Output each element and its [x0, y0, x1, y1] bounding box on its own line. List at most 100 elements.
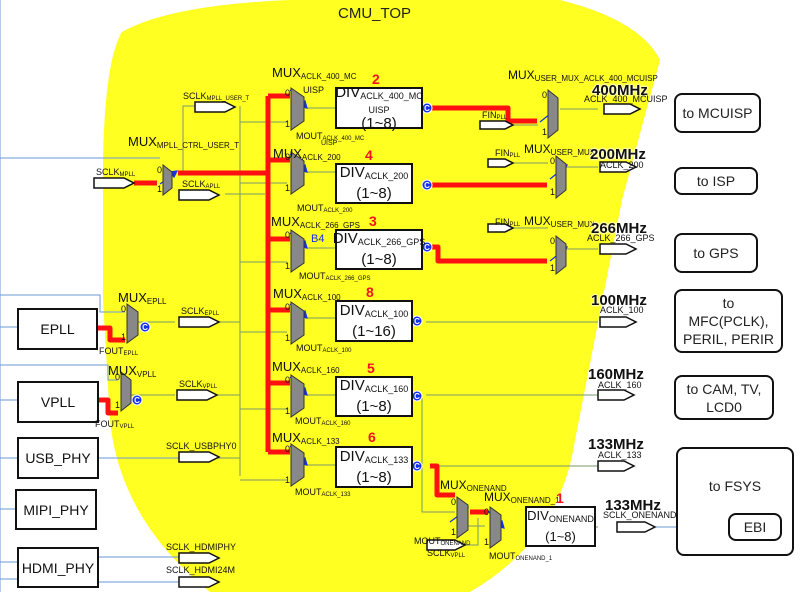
- freq-aclk200: 200MHz: [590, 146, 646, 163]
- mux-input-index: 1: [285, 475, 290, 485]
- tag-sclk-hdmiphy: [178, 552, 221, 564]
- name-aclk133: ACLK_133: [598, 450, 642, 460]
- mux-input-index: 1: [115, 400, 120, 410]
- tag-sclk-usbphy0: [178, 451, 221, 463]
- label-mux-epll: MUXEPLL: [118, 290, 167, 306]
- mux-onenand: [456, 496, 469, 539]
- tag-aclk266: [599, 243, 638, 255]
- freq-aclk133: 133MHz: [588, 436, 644, 453]
- label-fout-epll: FOUTEPLL: [99, 346, 139, 357]
- clock-gate-c-glyph: C: [134, 396, 140, 405]
- mux-input-index: 0: [285, 302, 290, 312]
- divider-aclk100-range: (1~16): [352, 322, 396, 340]
- gate-epll: [139, 321, 151, 333]
- mux-input-index: 1: [550, 187, 555, 197]
- tag-aclk100: [599, 316, 638, 328]
- tag-sclk-mpll: [93, 177, 136, 189]
- divider-aclk160-range: (1~8): [356, 398, 392, 415]
- label-mout-aclk266: MOUTACLK_266_GPS: [299, 271, 371, 282]
- label-mux-onenand: MUXONENAND: [440, 478, 507, 493]
- clock-gate-icons: [131, 102, 433, 472]
- divider-aclk160-name: DIVACLK_160: [339, 377, 409, 394]
- label-mux-user400: MUXUSER_MUX_ACLK_400_MCUISP: [508, 68, 658, 83]
- divider-aclk133-value: 6: [368, 429, 376, 445]
- divider-aclk266-name: DIVACLK_266_GPS: [332, 230, 426, 247]
- name-aclk160: ACLK_160: [598, 380, 642, 390]
- divider-aclk100-name: DIVACLK_100: [339, 301, 409, 319]
- divider-aclk400-value: 2: [372, 71, 380, 87]
- mux-input-index: 0: [285, 152, 290, 162]
- dest-isp: to ISP: [674, 167, 758, 195]
- mux-input-index: 1: [285, 261, 290, 271]
- divider-aclk160: DIVACLK_160 (1~8): [335, 376, 413, 417]
- label-sclk-vpll: SCLKVPLL: [179, 379, 218, 390]
- source-hdmi-phy: HDMI_PHY: [17, 547, 99, 588]
- label-mux-vpll: MUXVPLL: [108, 363, 157, 379]
- label-fin-pll-266: FINPLL: [495, 217, 521, 228]
- clock-gate-c-glyph: C: [414, 317, 420, 326]
- freq-sclk-onenand: 133MHz: [605, 497, 661, 514]
- cmu-top-region: [103, 0, 660, 592]
- divider-aclk266: DIVACLK_266_GPS (1~8): [332, 229, 426, 270]
- dest-mfc-peril-perir: to MFC(PCLK), PERIL, PERIR: [674, 289, 783, 353]
- mux-input-index: 0: [550, 236, 555, 246]
- freq-aclk400: 400MHz: [592, 82, 648, 99]
- mux-input-index: 0: [285, 375, 290, 385]
- label-mout-aclk160: MOUTACLK_160: [295, 416, 351, 427]
- divider-aclk200-value: 4: [365, 147, 373, 163]
- label-mout-onenand: MOUTONENAND: [414, 536, 471, 547]
- mux-input-index: 0: [484, 507, 489, 517]
- dest-gps: to GPS: [674, 233, 758, 273]
- label-mout-aclk133: MOUTACLK_133: [295, 487, 351, 498]
- mux-input-index: 0: [285, 444, 290, 454]
- tag-sclk-hdmi24m: [178, 576, 221, 588]
- mux-epll: [126, 303, 139, 344]
- divider-aclk400: DIVACLK_400_MC UISP (1~8): [335, 84, 423, 132]
- label-sclk-mpll: SCLKMPLL: [96, 167, 136, 178]
- freq-aclk100: 100MHz: [591, 292, 647, 309]
- dest-cam-line-1: to CAM, TV,: [686, 380, 762, 397]
- clock-gate-c-glyph: C: [424, 104, 430, 113]
- label-sclk-hdmi24m: SCLK_HDMI24M: [166, 565, 236, 575]
- mux-aclk160: [290, 374, 305, 418]
- tag-sclk-vpll: [176, 389, 219, 401]
- mux-input-index: 1: [285, 183, 290, 193]
- label-mux-aclk400: MUXACLK_400_MC: [272, 65, 357, 81]
- gate-vpll: [131, 394, 143, 406]
- label-sclk-epll: SCLKEPLL: [181, 306, 220, 317]
- label-mux-aclk200: MUXACLK_200: [273, 146, 341, 162]
- dest-fsys-label: to FSYS: [708, 478, 762, 494]
- tag-sclk-onenand: [616, 521, 657, 533]
- label-mux-aclk266-b4: B4: [311, 233, 325, 245]
- clock-gate-c-glyph: C: [424, 181, 430, 190]
- label-mux-aclk100: MUXACLK_100: [273, 286, 341, 302]
- divider-aclk133-range: (1~8): [356, 468, 392, 486]
- mux-input-index: 0: [157, 165, 162, 175]
- name-sclk-onenand: SCLK_ONENAND: [603, 510, 677, 520]
- divider-aclk400-extra: UISP: [368, 104, 390, 115]
- divider-onenand-value: 1: [556, 490, 564, 506]
- tag-sclk-epll: [178, 316, 221, 328]
- dest-cam-tv-lcd0: to CAM, TV, LCD0: [674, 375, 774, 420]
- divider-onenand: DIVONENAND (1~8): [525, 506, 596, 547]
- divider-aclk200-name: DIVACLK_200: [339, 164, 409, 181]
- mux-input-index: 0: [550, 156, 555, 166]
- divider-aclk266-value: 3: [369, 213, 377, 229]
- mux-user400: [547, 88, 559, 140]
- divider-aclk100-value: 8: [366, 284, 374, 300]
- label-mux-aclk200-uisp: UISP: [321, 140, 338, 147]
- label-mux-aclk400-uisp: UISP: [303, 85, 325, 95]
- label-sclk-mpll-user-t: SCLKMPLL_USER_T: [183, 91, 250, 102]
- divider-aclk266-range: (1~8): [361, 251, 397, 268]
- mux-onenand1: [489, 506, 502, 549]
- divider-aclk200-range: (1~8): [356, 185, 392, 202]
- dest-ebi: EBI: [728, 513, 782, 541]
- divider-onenand-range: (1~8): [545, 529, 576, 544]
- label-mux-mpll-ctrl: MUXMPLL_CTRL_USER_T: [128, 134, 240, 150]
- label-sclk-vpll-onenand: SCLKVPLL: [427, 548, 466, 559]
- mux-symbols: [120, 87, 567, 549]
- label-mout-onenand1: MOUTONENAND_1: [489, 551, 553, 562]
- clock-gate-c-glyph: C: [142, 323, 148, 332]
- source-usb-phy: USB_PHY: [17, 437, 99, 479]
